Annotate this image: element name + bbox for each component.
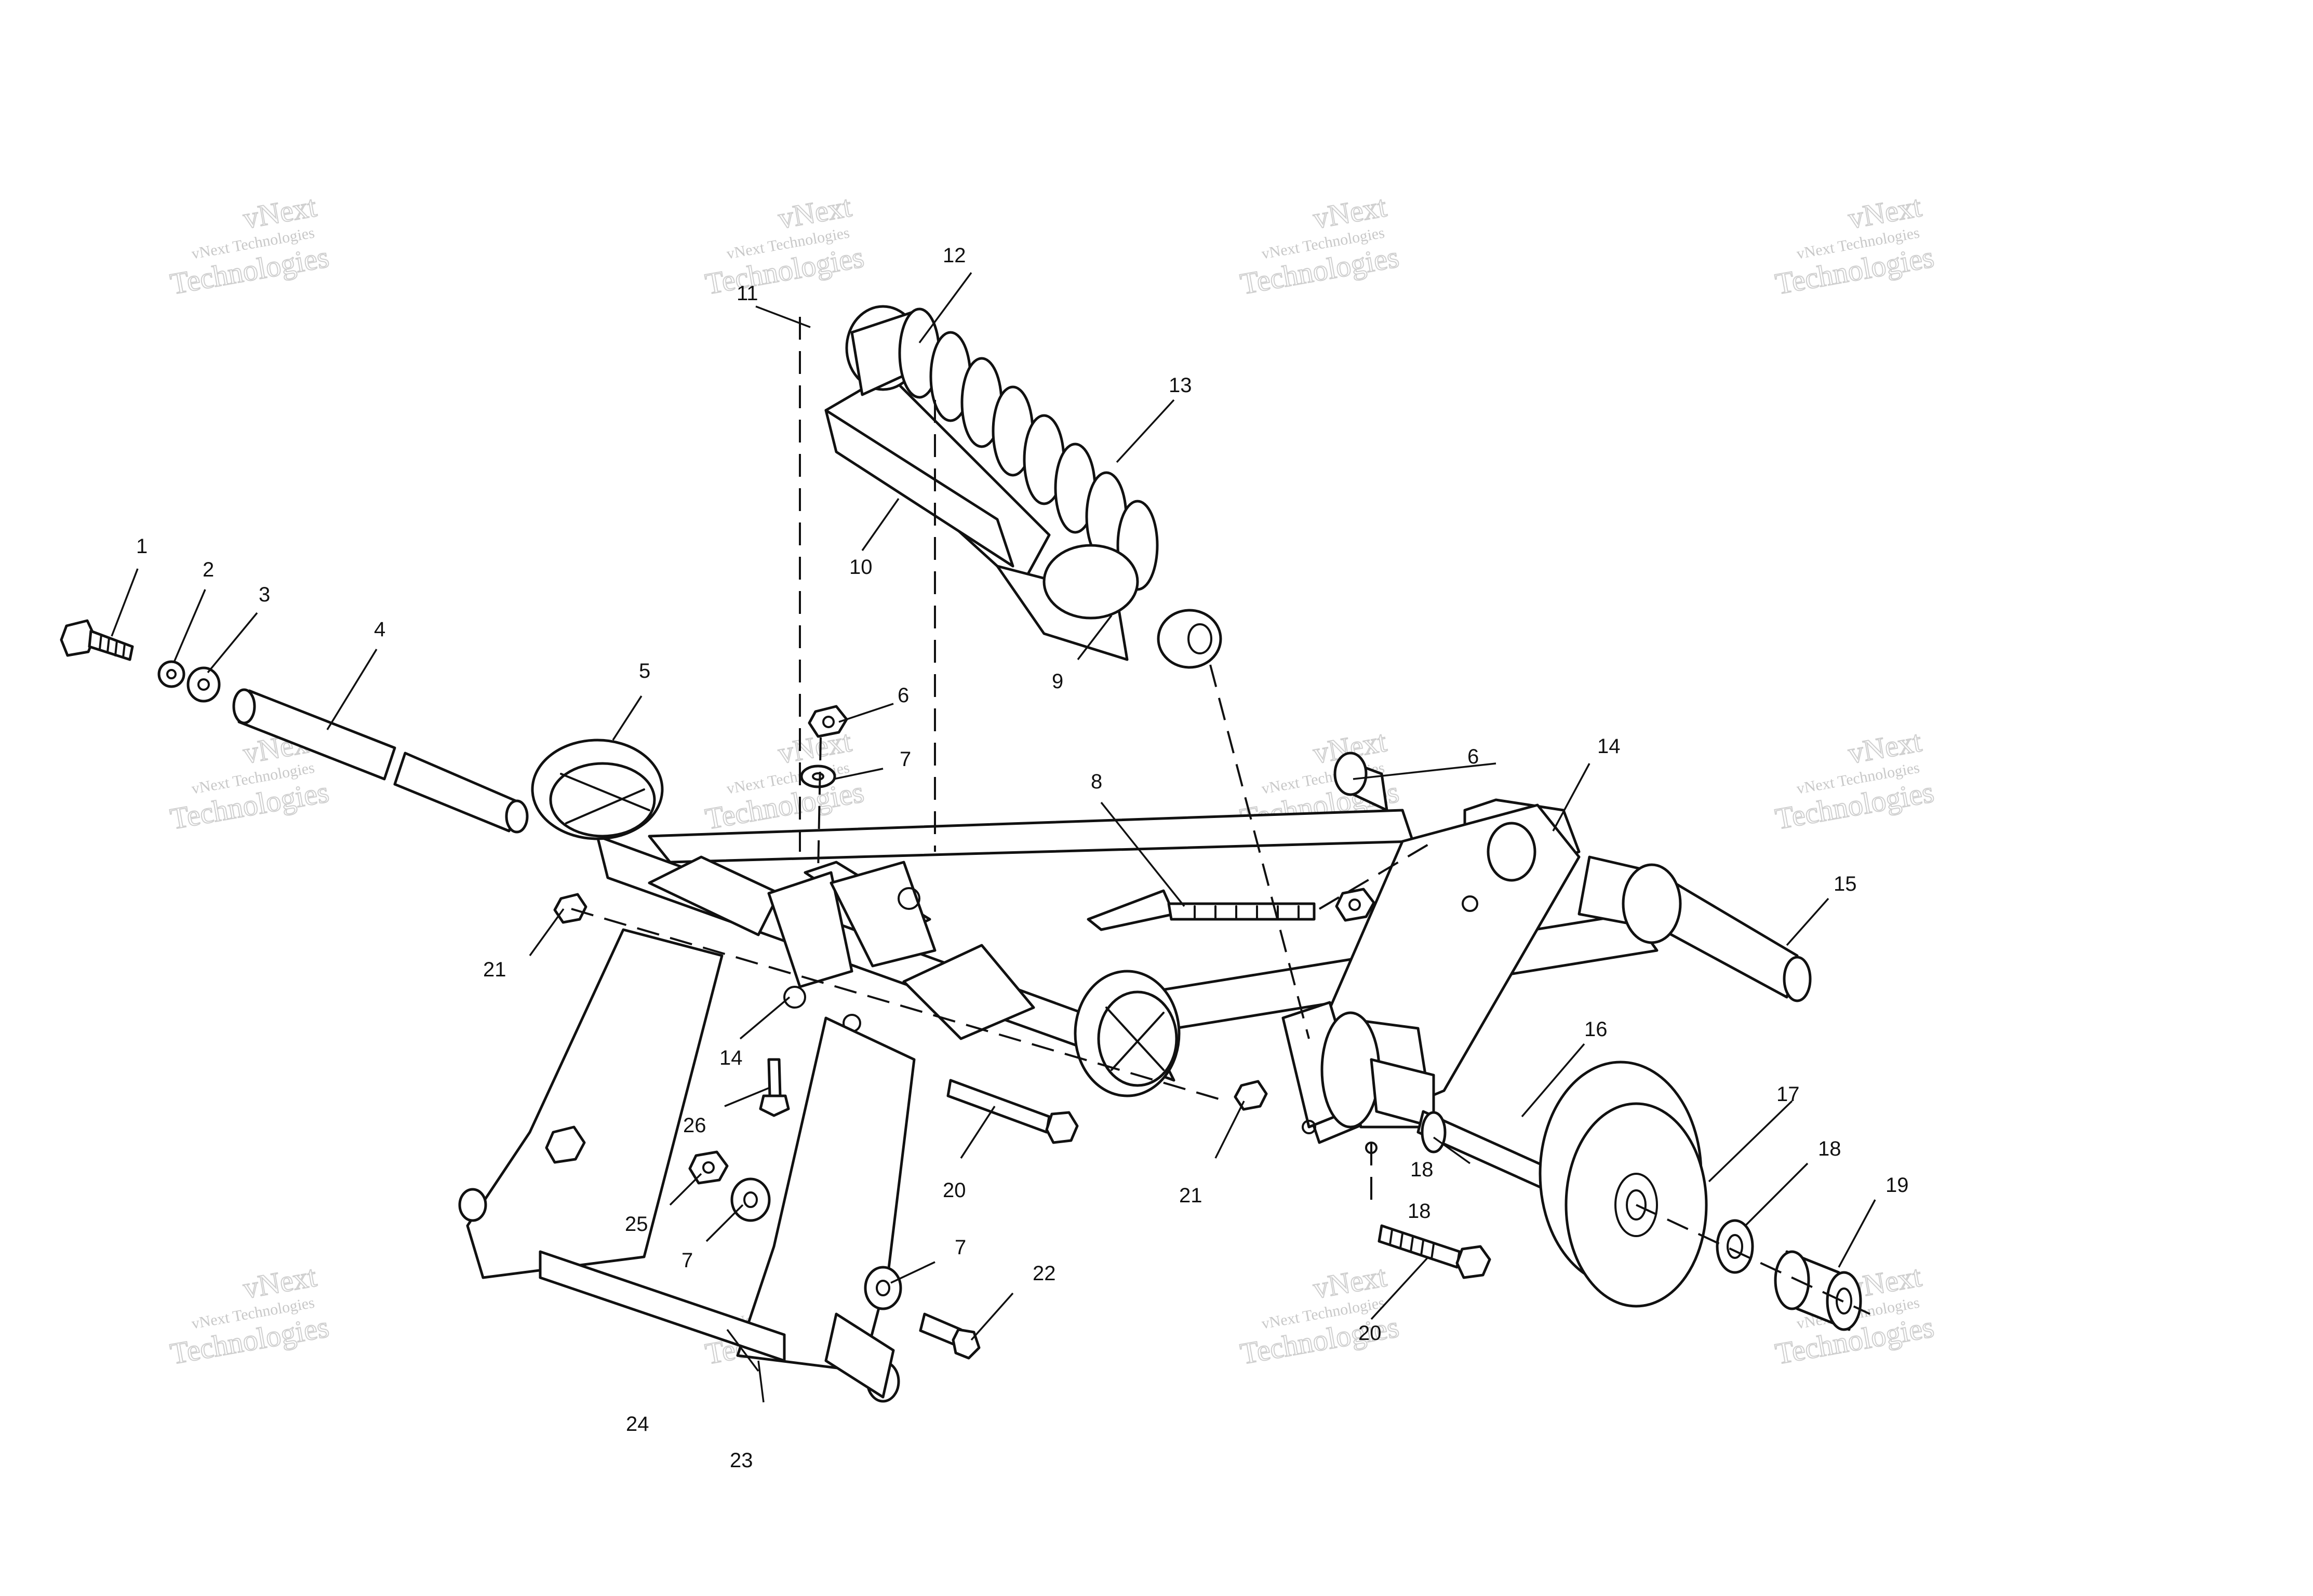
- callout-9: 9: [1052, 670, 1063, 693]
- shaft-part-4: [232, 688, 529, 834]
- watermark: vNext vNext Technologies Technologies: [1772, 723, 1937, 836]
- callout-19: 19: [1886, 1174, 1909, 1197]
- callout-7a: 7: [900, 748, 911, 771]
- callout-21b: 21: [1179, 1184, 1202, 1207]
- callout-26: 26: [683, 1114, 706, 1137]
- callout-5: 5: [639, 660, 650, 682]
- watermark: vNext vNext Technologies Technologies: [167, 189, 332, 301]
- swing-arm-frame: [458, 928, 916, 1403]
- callout-15: 15: [1834, 873, 1857, 895]
- callout-6b: 6: [1467, 745, 1479, 768]
- bolt-part-22: [919, 1312, 981, 1360]
- washer-part-3: [186, 666, 221, 703]
- callout-21a: 21: [483, 958, 506, 981]
- callout-20b: 20: [1358, 1322, 1382, 1345]
- spacer-part-19: [1774, 1250, 1862, 1331]
- callout-20a: 20: [943, 1179, 966, 1202]
- watermark: vNext vNext Technologies Technologies: [702, 189, 867, 301]
- callouts: 1 2 3 4 5 6 6 7 7 7 8 9 10 11 12 13 14 1…: [136, 244, 1909, 1472]
- callout-1: 1: [136, 535, 148, 558]
- callout-25: 25: [625, 1213, 648, 1236]
- mount-bracket: [648, 855, 937, 1032]
- callout-14b: 14: [1597, 735, 1621, 758]
- wheel-part-17: [1539, 1061, 1708, 1308]
- callout-13: 13: [1169, 374, 1192, 397]
- callout-2: 2: [203, 558, 214, 581]
- callout-14a: 14: [719, 1047, 743, 1069]
- spring-clip-part-8: [1087, 889, 1316, 931]
- callout-3: 3: [259, 583, 270, 606]
- leader-lines: [111, 272, 1876, 1403]
- callout-18a: 18: [1410, 1158, 1434, 1181]
- callout-10: 10: [849, 556, 873, 579]
- watermark: vNext vNext Technologies Technologies: [167, 1258, 332, 1371]
- callout-17: 17: [1776, 1083, 1800, 1106]
- callout-7b: 7: [681, 1249, 693, 1272]
- callout-8: 8: [1091, 770, 1102, 793]
- axle-hub: [1281, 1001, 1435, 1154]
- nut-part-21-right: [1234, 1080, 1268, 1111]
- callout-11: 11: [737, 282, 758, 305]
- callout-16: 16: [1584, 1018, 1608, 1041]
- nut-part-6-right: [1335, 888, 1375, 922]
- callout-22: 22: [1033, 1262, 1056, 1285]
- nut-part-6: [808, 705, 848, 738]
- watermark: vNext vNext Technologies Technologies: [702, 723, 867, 836]
- shock-absorber: [824, 305, 1222, 669]
- watermark: vNext vNext Technologies Technologies: [1237, 189, 1402, 301]
- washer-part-18: [1716, 1219, 1754, 1274]
- bolt-part-26: [759, 1058, 790, 1117]
- lock-washer-part-2: [157, 660, 185, 688]
- callout-12: 12: [943, 244, 966, 267]
- callout-18b: 18: [1818, 1137, 1841, 1160]
- shaft-part-15: [1577, 855, 1812, 1002]
- assembly-lines: [571, 317, 1870, 1315]
- callout-23: 23: [730, 1449, 753, 1472]
- nut-part-21-left: [553, 893, 587, 924]
- washer-part-7-mid: [730, 1177, 771, 1222]
- watermark: vNext vNext Technologies Technologies: [1772, 189, 1937, 301]
- washer-part-7-low: [864, 1266, 902, 1310]
- bolt-part-1: [60, 619, 134, 661]
- callout-18c: 18: [1408, 1200, 1431, 1223]
- washer-part-7-top: [800, 765, 836, 788]
- bolt-part-20: [946, 1079, 1079, 1144]
- callout-24: 24: [626, 1413, 649, 1436]
- callout-7c: 7: [955, 1236, 966, 1259]
- callout-4: 4: [374, 618, 385, 641]
- callout-6a: 6: [898, 684, 909, 707]
- bolt-part-18: [1378, 1224, 1491, 1279]
- tube-end-part-5: [531, 739, 664, 840]
